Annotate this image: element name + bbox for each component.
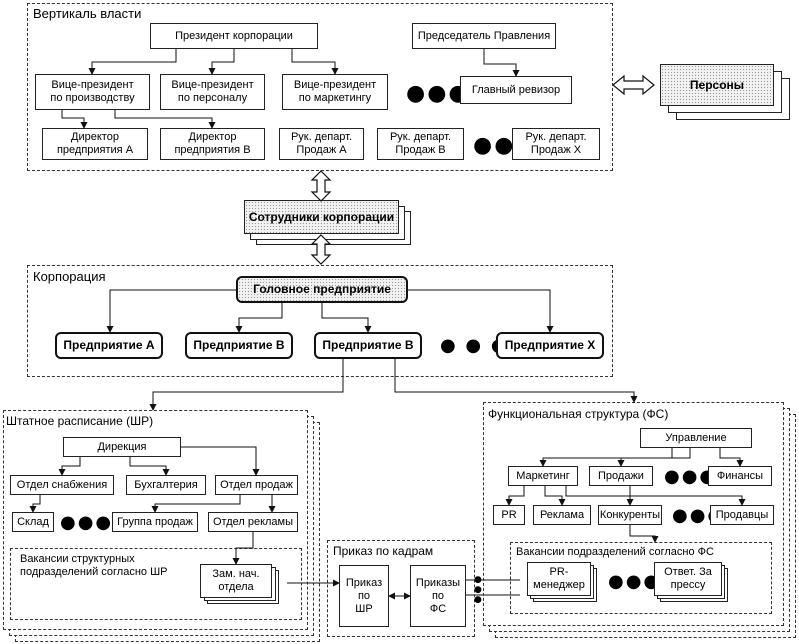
directorate-label: Дирекция bbox=[97, 440, 147, 453]
competitors-box: Конкуренты bbox=[598, 505, 662, 525]
head-enterprise-label: Головное предприятие bbox=[253, 282, 391, 296]
sellers-label: Продавцы bbox=[715, 508, 769, 521]
corporation-title: Корпорация bbox=[33, 269, 106, 284]
order-sr-box: Приказ по ШР bbox=[339, 565, 389, 627]
management-box: Управление bbox=[640, 428, 752, 448]
enterprise-b2-label: Предприятие В bbox=[322, 338, 414, 352]
ads-box: Реклама bbox=[533, 505, 591, 525]
directorate-box: Дирекция bbox=[63, 437, 181, 457]
marketing-label: Маркетинг bbox=[516, 469, 570, 482]
vp-marketing-label: Вице-президент по маркетингу bbox=[293, 79, 377, 104]
sales-head-b-label: Рук. департ. Продаж В bbox=[389, 131, 452, 156]
press-label: Ответ. За прессу bbox=[664, 566, 712, 591]
chief-auditor-label: Главный ревизор bbox=[471, 83, 561, 96]
staff-vacancies-label: Вакансии структурных подразделений согла… bbox=[20, 553, 168, 578]
enterprise-a-label: Предприятие А bbox=[63, 338, 155, 352]
president-label: Президент корпорации bbox=[175, 29, 293, 42]
head-enterprise-box: Головное предприятие bbox=[236, 276, 408, 303]
vp-personnel-label: Вице-президент по персоналу bbox=[171, 79, 254, 104]
order-fs-label: Приказы по ФС bbox=[415, 576, 461, 615]
enterprise-b2-box: Предприятие В bbox=[314, 332, 422, 359]
enterprise-b1-label: Предприятие В bbox=[193, 338, 285, 352]
vp-personnel-box: Вице-президент по персоналу bbox=[160, 74, 265, 110]
functional-vacancies-label: Вакансии подразделений согласно ФС bbox=[516, 546, 714, 558]
director-b-box: Директор предприятия В bbox=[160, 128, 265, 160]
chairman-label: Председатель Правления bbox=[417, 29, 551, 42]
ads-label: Реклама bbox=[539, 508, 585, 521]
sales-dept-label: Отдел продаж bbox=[220, 478, 293, 491]
press-box: Ответ. За прессу bbox=[654, 562, 722, 596]
pr-manager-label: PR- менеджер bbox=[533, 566, 585, 591]
sales-label: Продажи bbox=[598, 469, 644, 482]
chairman-box: Председатель Правления bbox=[412, 23, 556, 49]
sellers-box: Продавцы bbox=[710, 505, 774, 525]
sales-box: Продажи bbox=[589, 466, 653, 486]
order-fs-box: Приказы по ФС bbox=[410, 565, 466, 627]
finance-label: Финансы bbox=[716, 469, 764, 482]
staff-title: Штатное расписание (ШР) bbox=[6, 414, 154, 428]
warehouse-label: Склад bbox=[17, 515, 49, 528]
employees-label: Сотрудники корпорации bbox=[248, 209, 395, 224]
director-a-label: Директор предприятия А bbox=[56, 131, 134, 156]
sales-head-x-box: Рук. департ. Продаж Х bbox=[512, 128, 600, 160]
deputy-head-box: Зам. нач. отдела bbox=[200, 564, 272, 598]
ads-dept-label: Отдел рекламы bbox=[212, 515, 294, 528]
deputy-head-label: Зам. нач. отдела bbox=[212, 568, 260, 593]
sales-dept-box: Отдел продаж bbox=[215, 475, 298, 495]
accounting-box: Бухгалтерия bbox=[126, 475, 206, 495]
sales-head-a-label: Рук. департ. Продаж А bbox=[290, 131, 353, 156]
vp-production-box: Вице-президент по производству bbox=[35, 74, 150, 110]
management-label: Управление bbox=[665, 431, 727, 444]
staff-ellipsis: ●●● bbox=[60, 512, 114, 533]
director-b-label: Директор предприятия В bbox=[174, 131, 251, 156]
order-sr-label: Приказ по ШР bbox=[345, 576, 383, 615]
order-title: Приказ по кадрам bbox=[333, 544, 434, 558]
director-a-box: Директор предприятия А bbox=[42, 128, 148, 160]
accounting-label: Бухгалтерия bbox=[134, 478, 198, 491]
functional-title: Функциональная структура (ФС) bbox=[488, 407, 669, 421]
sales-group-label: Группа продаж bbox=[117, 515, 193, 528]
supply-dept-box: Отдел снабжения bbox=[10, 475, 114, 495]
enterprise-x-label: Предприятие Х bbox=[504, 338, 596, 352]
functional-ellipsis-1: ●●● bbox=[664, 466, 718, 487]
enterprise-b1-box: Предприятие В bbox=[185, 332, 293, 359]
functional-vertical-dots: ● ● ● bbox=[474, 575, 484, 605]
vertical-power-title: Вертикаль власти bbox=[33, 6, 142, 21]
ads-dept-box: Отдел рекламы bbox=[208, 512, 298, 532]
sales-head-a-box: Рук. департ. Продаж А bbox=[279, 128, 364, 160]
competitors-label: Конкуренты bbox=[599, 508, 661, 521]
enterprise-a-box: Предприятие А bbox=[55, 332, 163, 359]
pr-box: PR bbox=[493, 505, 525, 525]
persons-label: Персоны bbox=[689, 77, 745, 92]
supply-dept-label: Отдел снабжения bbox=[16, 478, 108, 491]
finance-box: Финансы bbox=[708, 466, 772, 486]
sales-head-b-box: Рук. департ. Продаж В bbox=[377, 128, 464, 160]
warehouse-box: Склад bbox=[12, 512, 54, 532]
vp-marketing-box: Вице-президент по маркетингу bbox=[282, 74, 388, 110]
sales-group-box: Группа продаж bbox=[112, 512, 198, 532]
pr-label: PR bbox=[501, 508, 517, 521]
chief-auditor-box: Главный ревизор bbox=[460, 76, 572, 104]
functional-ellipsis-3: ●●● bbox=[608, 571, 662, 592]
persons-box: Персоны bbox=[660, 64, 774, 106]
vp-production-label: Вице-президент по производству bbox=[50, 79, 135, 104]
vp-ellipsis: ●●● bbox=[406, 81, 470, 106]
president-box: Президент корпорации bbox=[150, 23, 318, 49]
pr-manager-box: PR- менеджер bbox=[527, 562, 591, 596]
enterprise-x-box: Предприятие Х bbox=[496, 332, 604, 359]
employees-box: Сотрудники корпорации bbox=[244, 200, 399, 234]
marketing-box: Маркетинг bbox=[508, 466, 578, 486]
sales-head-x-label: Рук. департ. Продаж Х bbox=[525, 131, 587, 156]
enterprise-ellipsis: ● ● ● bbox=[440, 335, 509, 356]
